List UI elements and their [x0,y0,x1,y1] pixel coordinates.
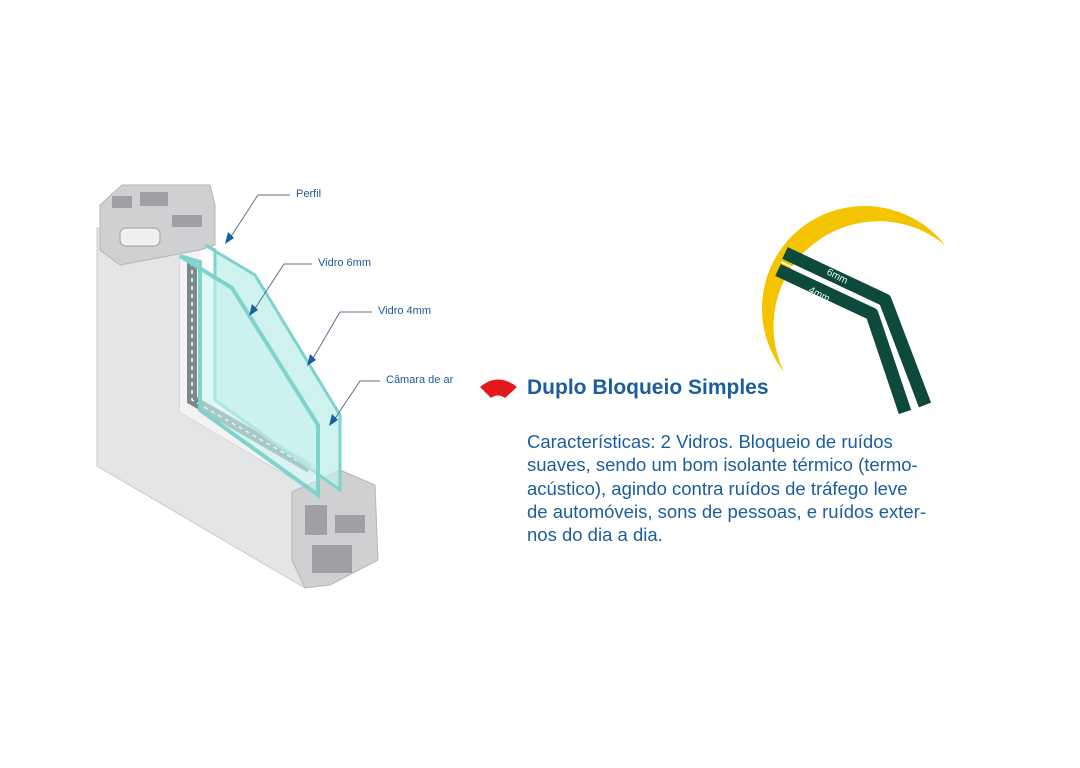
frame-inner-face [180,238,320,486]
description-line: Características: 2 Vidros. Bloqueio de r… [527,431,893,452]
label-vidro-4mm: Vidro 4mm [378,305,431,317]
profile-chamber [140,192,168,206]
label-camara-de-ar: Câmara de ar [386,374,454,386]
profile-chamber [335,515,365,533]
glass-gap-line [780,261,915,411]
spacer-dashes [191,262,311,469]
profile-chamber [312,545,352,573]
yellow-crescent [761,205,945,372]
product-description: Características: 2 Vidros. Bloqueio de r… [527,430,926,546]
profile-chamber [305,505,327,535]
product-title: Duplo Bloqueio Simples [527,376,769,399]
profile-chamber [119,227,161,247]
glass-section-6mm [782,247,932,408]
label-perfil: Perfil [296,188,322,200]
description-line: nos do dia a dia. [527,524,663,546]
description-line: suaves, sendo um bom isolante térmico (t… [527,454,918,476]
description-line: acústico), agindo contra ruídos de tráfe… [527,477,908,499]
red-sector-icon [480,379,517,398]
arrow-heads [225,232,338,426]
glass-section-4mm [775,264,912,415]
glass-pane-4mm [178,254,320,499]
description-line: de automóveis, sons de pessoas, e ruídos… [527,500,926,522]
label-vidro-6mm: Vidro 6mm [318,257,371,269]
profile-chamber [112,196,132,208]
leader-lines [229,194,380,421]
profile-chamber [172,215,202,227]
